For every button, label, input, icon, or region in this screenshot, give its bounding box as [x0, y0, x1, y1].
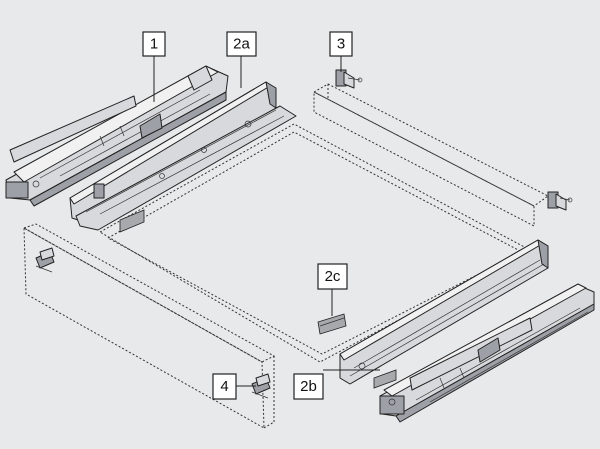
callout-front-fixing: 4 — [212, 373, 237, 400]
drawer-side-right — [339, 239, 549, 389]
callout-side-left-text: 2a — [233, 36, 250, 53]
front-fixing-right — [251, 373, 271, 399]
rear-bracket-bottom — [547, 191, 573, 211]
callout-runner-text: 1 — [150, 36, 158, 53]
callout-side-right-text: 2b — [300, 378, 317, 395]
callout-side-right: 2b — [293, 373, 324, 400]
callout-front-clip-text: 2c — [325, 268, 341, 285]
drawer-side-left — [69, 81, 297, 233]
callout-runner: 1 — [142, 31, 166, 57]
drawer-front-outline — [22, 223, 276, 429]
drawer-back-outline — [312, 83, 549, 227]
callout-front-clip: 2c — [317, 263, 348, 290]
front-fixing-left — [35, 247, 55, 273]
callout-side-left: 2a — [226, 31, 257, 57]
callout-front-fixing-text: 4 — [220, 378, 228, 395]
callout-rear-bracket: 3 — [329, 31, 353, 57]
callout-rear-bracket-text: 3 — [337, 36, 345, 53]
runner-right — [379, 283, 595, 423]
runner-left — [5, 65, 229, 207]
front-clip-plate — [317, 313, 347, 335]
rear-bracket-top — [335, 69, 363, 89]
